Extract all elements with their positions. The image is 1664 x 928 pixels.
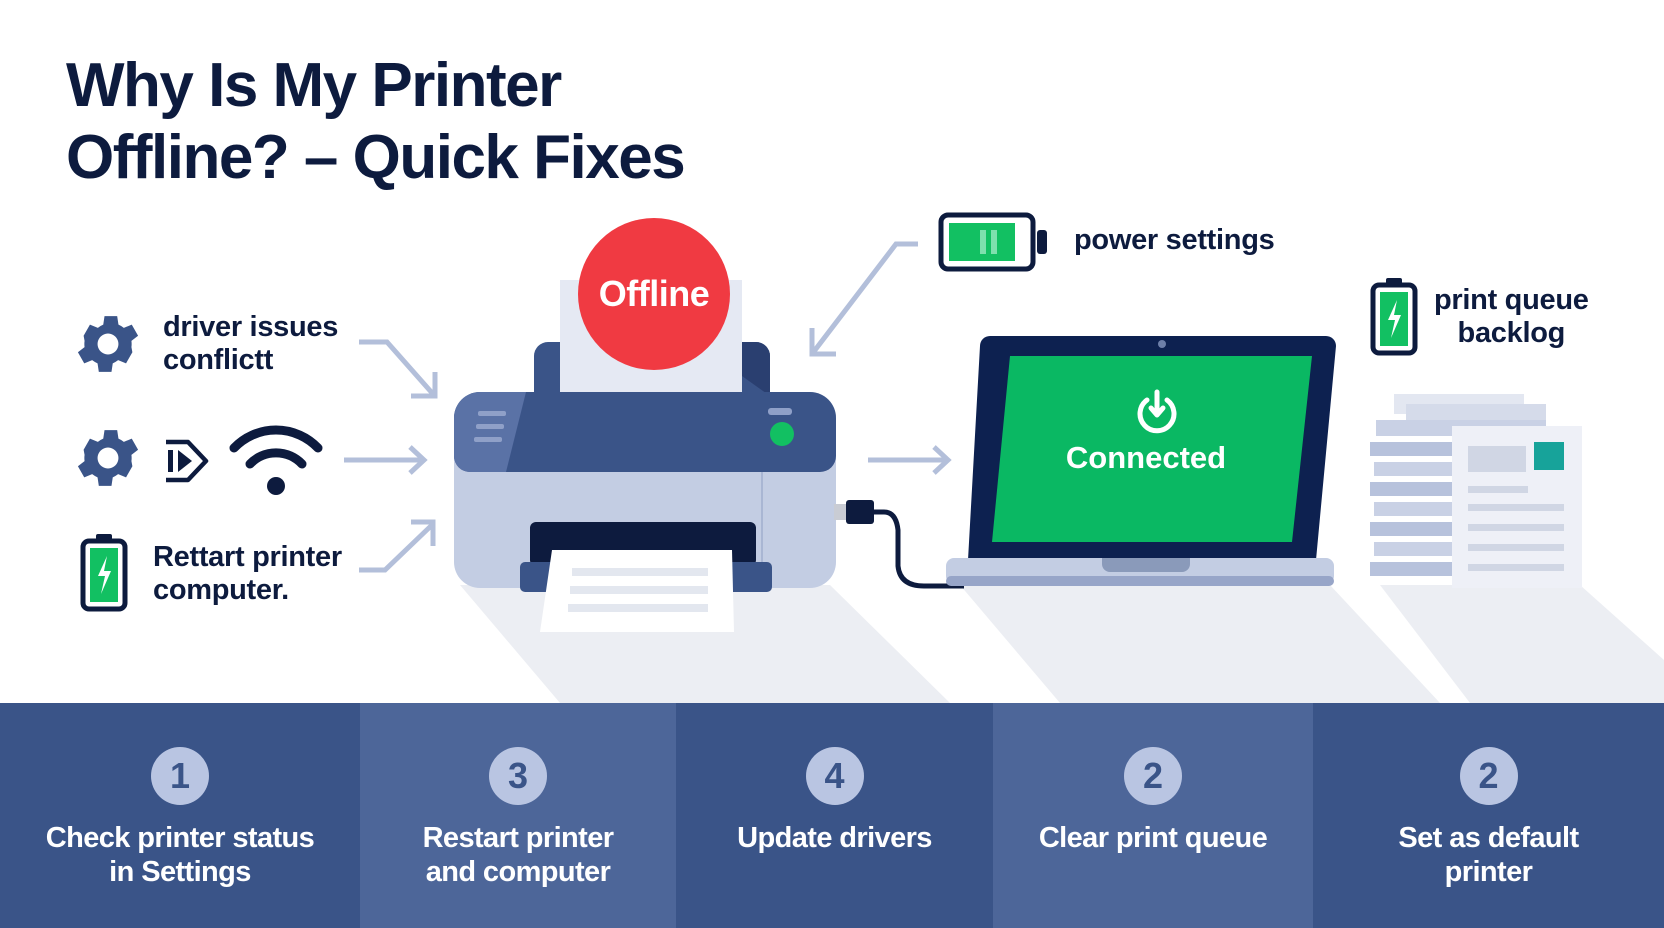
document-stack-icon (1370, 394, 1582, 588)
quick-fix-steps: 1 Check printer status in Settings 3 Res… (0, 703, 1664, 928)
step-card[interactable]: 3 Restart printer and computer (360, 703, 676, 928)
offline-status-badge: Offline (578, 218, 730, 370)
usb-cable-icon (834, 500, 964, 589)
step-number-badge: 2 (1459, 747, 1518, 805)
arrow-icon (344, 445, 428, 475)
step-number-badge: 2 (1124, 747, 1182, 805)
battery-icon (938, 212, 1047, 272)
step-label: Clear print queue (1038, 822, 1268, 854)
arrow-icon (359, 339, 438, 399)
step-label: Restart printer and computer (422, 822, 614, 888)
cause-driver-issues: driver issues conflictt (163, 311, 339, 376)
cause-power-settings: power settings (1074, 224, 1275, 256)
step-number-badge: 3 (489, 747, 547, 805)
step-label: Check printer status in Settings (45, 822, 315, 888)
gear-icon (77, 430, 139, 486)
page-title: Why Is My Printer Offline? – Quick Fixes (66, 51, 686, 192)
step-number-badge: 1 (151, 747, 209, 805)
step-label: Update drivers (737, 822, 932, 854)
cause-print-queue-backlog: print queue backlog (1434, 284, 1589, 349)
step-label: Set as default printer (1398, 822, 1579, 888)
arrow-icon (359, 519, 436, 573)
connected-status-label: Connected (1065, 440, 1227, 475)
power-icon (1137, 389, 1177, 434)
step-card[interactable]: 2 Clear print queue (993, 703, 1313, 928)
arrow-icon (809, 241, 918, 357)
step-card[interactable]: 4 Update drivers (676, 703, 993, 928)
laptop-illustration (946, 336, 1336, 586)
battery-charging-icon (1370, 278, 1418, 356)
step-number-badge: 4 (805, 747, 864, 805)
ethernet-port-icon (166, 439, 209, 483)
printer-status-light (770, 422, 794, 446)
wifi-icon (229, 425, 323, 495)
arrow-icon (868, 445, 952, 475)
cause-restart: Rettart printer computer. (153, 541, 342, 606)
printer-illustration (454, 280, 836, 632)
gear-icon (77, 316, 139, 372)
step-card[interactable]: 1 Check printer status in Settings (0, 703, 360, 928)
battery-charging-icon (80, 534, 128, 612)
step-card[interactable]: 2 Set as default printer (1313, 703, 1664, 928)
